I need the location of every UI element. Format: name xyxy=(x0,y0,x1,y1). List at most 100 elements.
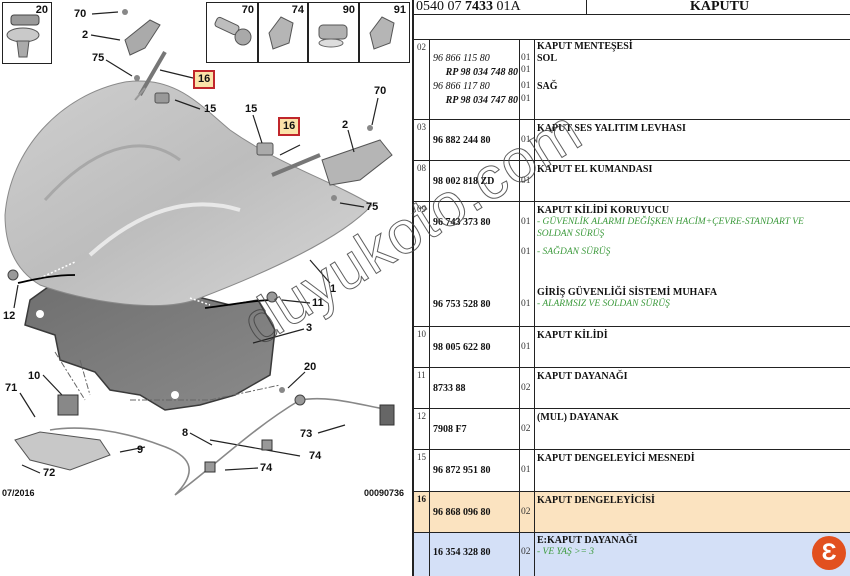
table-row[interactable]: 12 7908 F7 02 (MUL) DAYANAK xyxy=(414,409,850,450)
replacement-part-number[interactable]: RP 98 034 748 80 xyxy=(445,67,518,78)
thumbnail-part-20[interactable]: 20 xyxy=(2,2,52,64)
thumbnail-number: 91 xyxy=(393,4,406,16)
callout-15[interactable]: 15 xyxy=(245,103,258,115)
part-side: SAĞ xyxy=(537,81,558,92)
diagram-id: 00090736 xyxy=(364,488,405,498)
part-description: KAPUT MENTEŞESİ xyxy=(537,41,633,52)
callout-2[interactable]: 2 xyxy=(342,119,349,131)
fitment-note: - VE YAŞ >= 3 xyxy=(537,547,595,557)
part-side: SOL xyxy=(537,53,558,64)
clip-icon xyxy=(6,14,40,58)
replacement-part-number[interactable]: RP 98 034 747 80 xyxy=(445,95,518,106)
part-cell: 98 002 818 ZD xyxy=(430,161,520,201)
part-number[interactable]: 7908 F7 xyxy=(433,424,467,435)
thumbnail-part-74[interactable]: 74 xyxy=(258,2,308,63)
ref-cell: 08 xyxy=(414,161,430,201)
part-cell: 96 872 951 80 xyxy=(430,450,520,491)
catalog-title: KAPUTU xyxy=(689,0,750,14)
table-row[interactable]: 09 96 743 373 80 96 753 528 80 01 01 01 … xyxy=(414,202,850,327)
parts-diagram: 20 70 74 90 91 70 2 75 16 15 xyxy=(0,0,412,576)
callout-2[interactable]: 2 xyxy=(82,29,89,41)
ref-cell: 09 xyxy=(414,202,430,326)
fitment-note: SOLDAN SÜRÜŞ xyxy=(537,229,605,239)
diagram-artwork xyxy=(4,9,395,496)
callout-71[interactable]: 71 xyxy=(5,382,18,394)
callout-16-highlighted[interactable]: 16 xyxy=(278,117,301,136)
fitment-note: - SAĞDAN SÜRÜŞ xyxy=(537,247,611,257)
catalog-subheader xyxy=(414,15,850,40)
callout-75[interactable]: 75 xyxy=(92,52,105,64)
callout-70[interactable]: 70 xyxy=(374,85,387,97)
table-row[interactable]: 10 98 005 622 80 01 KAPUT KİLİDİ xyxy=(414,327,850,368)
retainer-clip-icon xyxy=(369,16,395,50)
table-row-highlighted[interactable]: 16 354 328 80 02 E:KAPUT DAYANAĞI - VE Y… xyxy=(414,533,850,576)
callout-20[interactable]: 20 xyxy=(304,361,317,373)
part-number[interactable]: 98 002 818 ZD xyxy=(433,176,495,187)
thumbnail-part-90[interactable]: 90 xyxy=(308,2,359,63)
desc-cell: KAPUT KİLİDİ KORUYUCU - GÜVENLİK ALARMI … xyxy=(535,202,850,326)
push-clip-icon xyxy=(318,24,348,48)
part-description: KAPUT DENGELEYİCİSİ xyxy=(537,495,655,506)
part-description: KAPUT DENGELEYİCİ MESNEDİ xyxy=(537,453,695,464)
qty-cell: 02 xyxy=(520,409,535,449)
thumbnail-part-91[interactable]: 91 xyxy=(359,2,410,63)
callout-72[interactable]: 72 xyxy=(43,467,56,479)
table-row[interactable]: 03 96 882 244 80 01 KAPUT SES YALITIM LE… xyxy=(414,120,850,161)
qty-cell: 02 xyxy=(520,492,535,532)
hood-panel xyxy=(4,80,373,307)
callout-15[interactable]: 15 xyxy=(204,103,217,115)
ref-cell xyxy=(414,533,430,576)
callout-10[interactable]: 10 xyxy=(28,370,41,382)
desc-cell: KAPUT KİLİDİ xyxy=(535,327,850,367)
part-cell: 16 354 328 80 xyxy=(430,533,520,576)
qty-cell: 01 01 01 xyxy=(520,202,535,326)
thumbnail-number: 20 xyxy=(35,4,48,16)
callout-73[interactable]: 73 xyxy=(300,428,313,440)
part-number[interactable]: 96 872 951 80 xyxy=(433,465,491,476)
part-number[interactable]: 98 005 622 80 xyxy=(433,342,491,353)
part-description: KAPUT DAYANAĞI xyxy=(537,371,628,382)
ref-cell: 16 xyxy=(414,492,430,532)
fitment-note: - GÜVENLİK ALARMI DEĞİŞKEN HACİM+ÇEVRE-S… xyxy=(537,217,804,227)
callout-70[interactable]: 70 xyxy=(74,8,87,20)
part-cell: 7908 F7 xyxy=(430,409,520,449)
qty-cell: 01 xyxy=(520,120,535,160)
callout-11[interactable]: 11 xyxy=(312,297,324,309)
callout-74[interactable]: 74 xyxy=(260,462,273,474)
desc-cell: KAPUT EL KUMANDASI xyxy=(535,161,850,201)
date-stamp: 07/2016 xyxy=(2,488,35,498)
callout-8[interactable]: 8 xyxy=(182,427,189,439)
callout-16-highlighted[interactable]: 16 xyxy=(193,70,216,89)
callout-3[interactable]: 3 xyxy=(306,322,313,334)
part-number[interactable]: 96 866 117 80 xyxy=(433,81,490,92)
thumbnail-part-70[interactable]: 70 xyxy=(206,2,258,63)
part-number[interactable]: 16 354 328 80 xyxy=(433,547,491,558)
part-description: KAPUT KİLİDİ xyxy=(537,330,608,341)
table-row-selected[interactable]: 16 96 868 096 80 02 KAPUT DENGELEYİCİSİ xyxy=(414,492,850,533)
part-number[interactable]: 96 868 096 80 xyxy=(433,507,491,518)
part-description: E:KAPUT DAYANAĞI xyxy=(537,535,638,546)
desc-cell: (MUL) DAYANAK xyxy=(535,409,850,449)
retainer-clip-icon xyxy=(268,16,294,50)
callout-9[interactable]: 9 xyxy=(137,444,144,456)
table-row[interactable]: 11 8733 88 02 KAPUT DAYANAĞI xyxy=(414,368,850,409)
callout-12[interactable]: 12 xyxy=(3,310,16,322)
callout-1[interactable]: 1 xyxy=(330,283,337,295)
callout-75[interactable]: 75 xyxy=(366,201,379,213)
part-description: GİRİŞ GÜVENLİĞİ SİSTEMİ MUHAFA xyxy=(537,287,718,298)
table-row[interactable]: 15 96 872 951 80 01 KAPUT DENGELEYİCİ ME… xyxy=(414,450,850,492)
part-number[interactable]: 96 866 115 80 xyxy=(433,53,490,64)
callout-74[interactable]: 74 xyxy=(309,450,322,462)
ref-cell: 03 xyxy=(414,120,430,160)
table-row[interactable]: 08 98 002 818 ZD 01 KAPUT EL KUMANDASI xyxy=(414,161,850,202)
part-number[interactable]: 96 753 528 80 xyxy=(433,299,491,310)
catalog-reference: 0540 07 7433 01A xyxy=(416,0,521,14)
part-number[interactable]: 8733 88 xyxy=(433,383,466,394)
fitment-note: - ALARMSIZ VE SOLDAN SÜRÜŞ xyxy=(537,299,670,309)
brand-logo-icon[interactable]: Ɛ xyxy=(812,536,846,570)
qty-cell: 02 xyxy=(520,533,535,576)
table-row[interactable]: 02 96 866 115 80 RP 98 034 748 80 96 866… xyxy=(414,40,850,120)
part-number[interactable]: 96 743 373 80 xyxy=(433,217,491,228)
part-number[interactable]: 96 882 244 80 xyxy=(433,135,491,146)
qty-cell: 02 xyxy=(520,368,535,408)
